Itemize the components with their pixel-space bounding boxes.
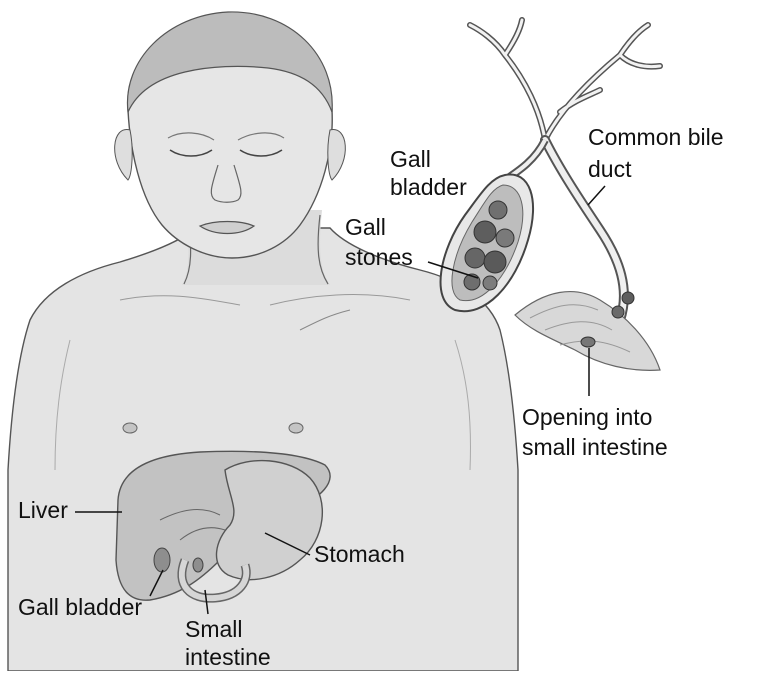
label-gall-stones-1: Gall (345, 214, 386, 241)
duodenum (515, 292, 660, 371)
label-common-bile-duct-1: Common bile (588, 124, 724, 151)
label-gall-bladder-top-2: bladder (390, 174, 467, 201)
left-ear (115, 130, 133, 180)
label-common-bile-duct-2: duct (588, 156, 631, 183)
label-gall-bladder-bottom: Gall bladder (18, 594, 142, 621)
label-small-intestine-1: Small (185, 616, 243, 643)
label-opening-2: small intestine (522, 434, 668, 461)
label-small-intestine-2: intestine (185, 644, 271, 671)
duodenal-opening (581, 337, 595, 347)
leader-common-bile-duct (588, 186, 605, 205)
label-gall-stones-2: stones (345, 244, 413, 271)
right-ear (328, 130, 346, 180)
left-nipple (123, 423, 137, 433)
label-opening-1: Opening into (522, 404, 652, 431)
label-liver: Liver (18, 497, 68, 524)
label-gall-bladder-top-1: Gall (390, 146, 431, 173)
child-figure (8, 12, 518, 671)
label-stomach: Stomach (314, 541, 405, 568)
right-nipple (289, 423, 303, 433)
gall-bladder-small (154, 548, 170, 572)
